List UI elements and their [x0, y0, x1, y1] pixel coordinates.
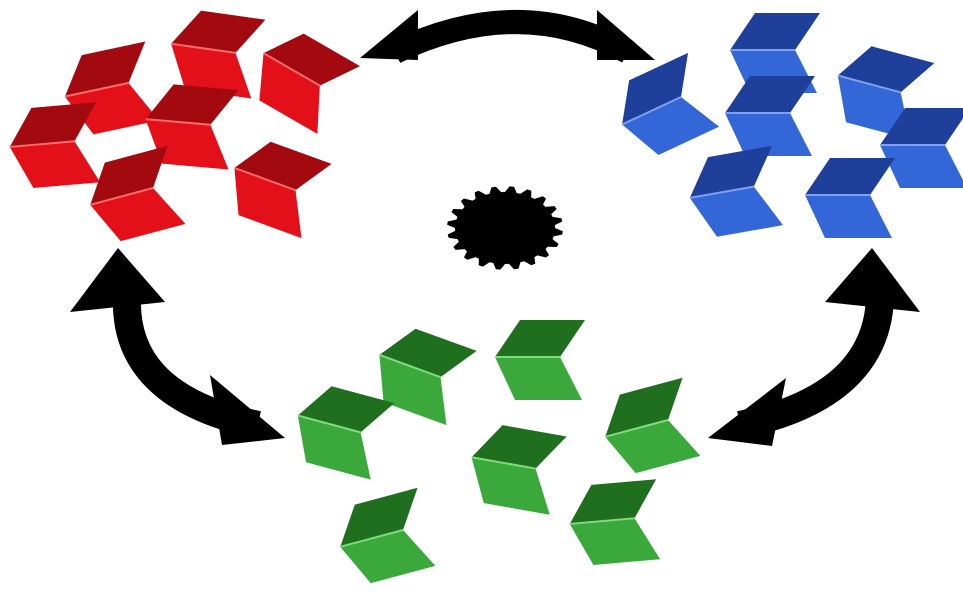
block-back-face: [495, 320, 585, 357]
arrow-red-green: [70, 248, 285, 445]
green-block: [567, 479, 664, 567]
block-back-face: [725, 76, 815, 113]
block-front-face: [464, 457, 557, 514]
block-front-face: [805, 195, 892, 238]
green-block: [596, 378, 704, 479]
arrow-head-end: [597, 10, 655, 60]
green-block: [464, 421, 567, 515]
gear-icon: [447, 186, 563, 269]
block-front-face: [495, 357, 582, 400]
arrow-red-blue: [360, 10, 655, 60]
green-block: [495, 320, 585, 400]
blue-block-group: [606, 13, 963, 240]
arrow-head-start: [825, 248, 920, 312]
block-back-face: [730, 13, 820, 50]
gear-shape: [447, 186, 563, 269]
block-front-face: [570, 516, 660, 566]
block-back-face: [7, 102, 100, 147]
block-back-face: [567, 479, 660, 524]
red-block: [242, 21, 360, 135]
blue-block: [683, 146, 786, 240]
arrow-head-end: [708, 378, 786, 446]
green-block: [287, 380, 395, 481]
blue-block: [805, 158, 895, 238]
arrow-shaft: [395, 22, 628, 52]
green-block-group: [287, 320, 704, 588]
green-block: [331, 488, 439, 589]
red-block: [7, 102, 104, 190]
blue-block: [725, 76, 815, 156]
arrow-blue-green: [708, 248, 920, 446]
red-block: [220, 133, 332, 239]
arrow-head-start: [360, 10, 418, 60]
arrow-head-end: [210, 375, 285, 445]
block-front-face: [10, 139, 100, 189]
arrow-head-start: [70, 248, 165, 312]
block-front-face: [880, 145, 963, 188]
red-block-group: [7, 7, 360, 246]
block-back-face: [805, 158, 895, 195]
blue-block: [606, 53, 721, 164]
